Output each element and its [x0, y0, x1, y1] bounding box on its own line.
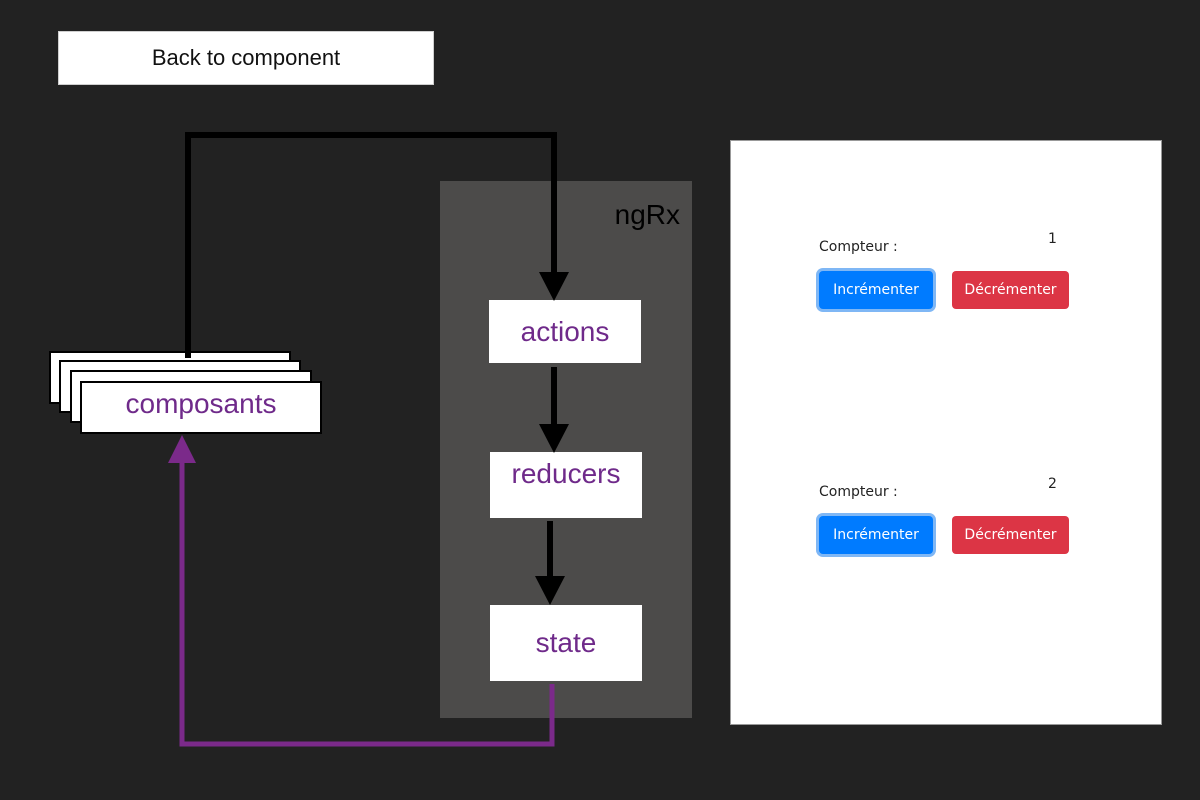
reducers-node: reducers — [490, 452, 642, 518]
counter-block-1: Compteur : 1 Incrémenter Décrémenter — [819, 231, 1119, 329]
back-to-component-button[interactable]: Back to component — [58, 31, 434, 85]
select-arrowhead — [168, 435, 196, 463]
counter-label: Compteur : — [819, 239, 898, 255]
counter-value: 1 — [1048, 231, 1057, 247]
components-label: composants — [125, 387, 277, 419]
reducers-to-state-arrowhead — [535, 576, 565, 605]
dispatch-arrow-line — [185, 132, 557, 358]
counter-block-2: Compteur : 2 Incrémenter Décrémenter — [819, 476, 1119, 574]
increment-button[interactable]: Incrémenter — [819, 271, 933, 309]
state-node: state — [490, 605, 642, 681]
decrement-button[interactable]: Décrémenter — [952, 271, 1069, 309]
actions-node: actions — [489, 300, 641, 363]
demo-panel: Compteur : 1 Incrémenter Décrémenter Com… — [730, 140, 1162, 725]
ngrx-label: ngRx — [614, 199, 680, 230]
select-arrow-line — [179, 462, 555, 747]
counter-value: 2 — [1048, 476, 1057, 492]
actions-to-reducers-arrowhead — [539, 424, 569, 453]
dispatch-arrowhead — [539, 272, 569, 301]
component-card-front — [80, 381, 322, 434]
decrement-button[interactable]: Décrémenter — [952, 516, 1069, 554]
increment-button[interactable]: Incrémenter — [819, 516, 933, 554]
counter-label: Compteur : — [819, 484, 898, 500]
